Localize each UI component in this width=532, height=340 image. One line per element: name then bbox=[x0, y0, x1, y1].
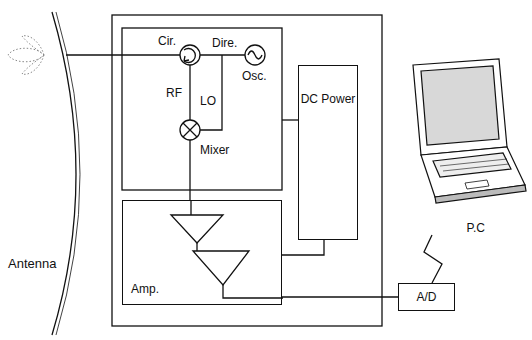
enclosure bbox=[112, 15, 382, 326]
oscillator-symbol bbox=[245, 45, 265, 65]
component-label: Dire. bbox=[212, 36, 237, 50]
ad-converter-box: A/D bbox=[398, 283, 455, 311]
laptop-figure: P.C bbox=[395, 55, 529, 235]
node-text: P.C bbox=[467, 221, 485, 235]
laptop-drawing bbox=[395, 55, 529, 235]
wire-connector bbox=[282, 297, 398, 298]
mixer-symbol bbox=[180, 120, 200, 140]
power-box: DC Power bbox=[298, 65, 358, 240]
antenna-dish bbox=[52, 12, 76, 335]
antenna-label: Antenna bbox=[8, 256, 56, 272]
signal-label: LO bbox=[200, 94, 216, 108]
node-text: DC Power bbox=[301, 92, 356, 106]
signal-label: RF bbox=[166, 86, 182, 100]
component-label: Mixer bbox=[200, 143, 229, 157]
wire-connector bbox=[424, 235, 442, 283]
amplifier-box: Amp. bbox=[122, 200, 282, 305]
circulator-symbol bbox=[180, 45, 200, 65]
node-text: A/D bbox=[416, 290, 436, 304]
node-text: Amp. bbox=[131, 282, 159, 296]
rf-module bbox=[122, 28, 282, 190]
component-label: Osc. bbox=[242, 69, 267, 83]
wire-connector bbox=[282, 240, 324, 255]
component-label: Cir. bbox=[158, 34, 176, 48]
